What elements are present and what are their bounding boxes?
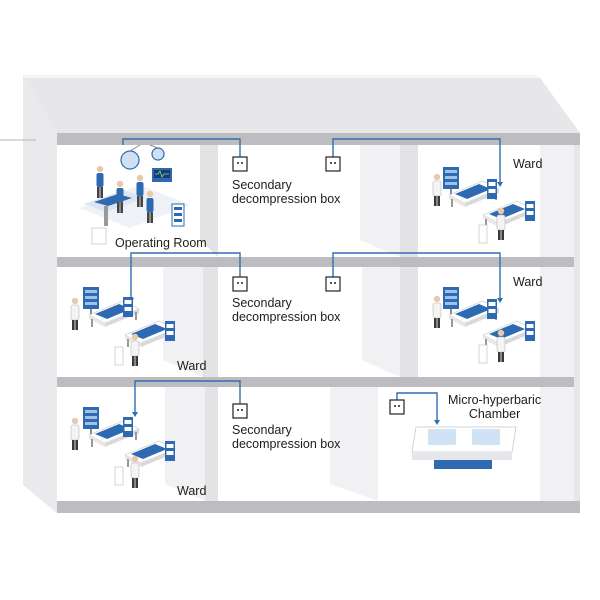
secondary-decompression-box-label: Secondary decompression box — [232, 178, 341, 206]
secondary-decompression-box-label: Secondary decompression box — [232, 296, 341, 324]
outlet-box-icon — [325, 276, 341, 292]
ward-illustration-1 — [432, 167, 535, 244]
ward-illustration-3 — [432, 287, 535, 364]
floor-1-walls — [200, 145, 574, 257]
micro-hyperbaric-chamber-label: Micro-hyperbaric Chamber — [448, 393, 542, 421]
outlet-box-icon — [325, 156, 341, 172]
ward-label: Ward — [513, 157, 543, 171]
outlet-box-icon — [232, 403, 248, 419]
hyperbaric-chamber-icon — [411, 426, 517, 469]
pipe-network — [122, 138, 501, 420]
outlet-box-icon — [232, 276, 248, 292]
floor-2-walls — [163, 267, 574, 377]
operating-room-illustration — [80, 144, 190, 245]
ward-illustration-2 — [70, 287, 176, 367]
secondary-decompression-box-label: Secondary decompression box — [232, 423, 341, 451]
surgical-lamp-icon — [120, 150, 140, 170]
ward-label: Ward — [177, 484, 207, 498]
surgical-lamp-icon — [151, 147, 165, 161]
ward-label: Ward — [513, 275, 543, 289]
outlet-box-icon — [389, 399, 405, 415]
floor-3-walls — [165, 387, 574, 501]
operating-room-label: Operating Room — [115, 236, 207, 250]
ward-illustration-4 — [70, 407, 176, 489]
outlet-box-icon — [232, 156, 248, 172]
ward-label: Ward — [177, 359, 207, 373]
